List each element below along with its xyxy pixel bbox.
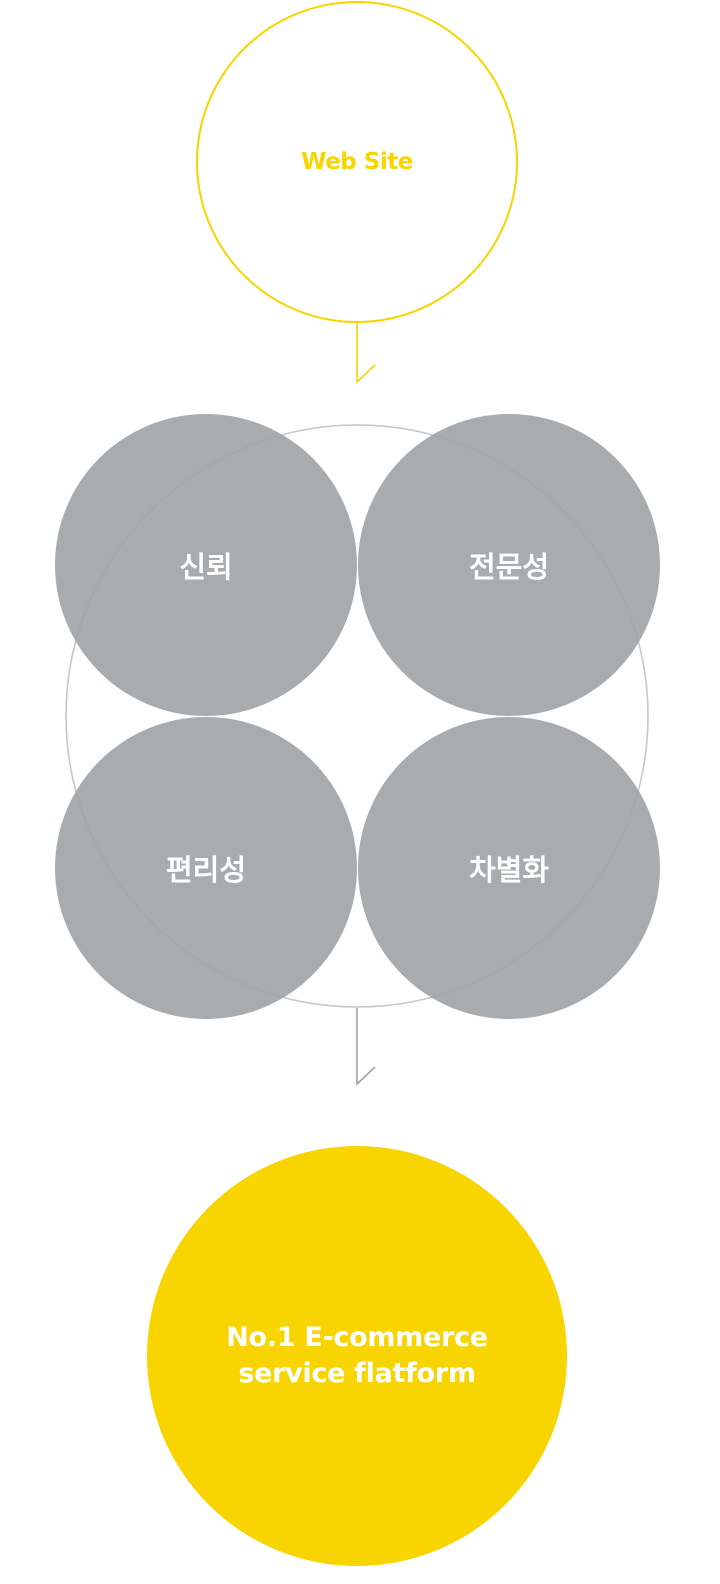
value-label-trust: 신뢰	[179, 550, 233, 584]
value-circle-expertise	[358, 414, 660, 716]
bottom-node-label: No.1 E-commerce service flatform	[147, 1146, 567, 1566]
outer-ring	[65, 424, 649, 1008]
arrow-connector-top	[356, 322, 376, 384]
value-circle-differentiation	[358, 717, 660, 1019]
top-node-label: Web Site	[301, 149, 413, 175]
bottom-node-line-2: service flatform	[238, 1358, 476, 1389]
value-label-expertise: 전문성	[468, 550, 550, 584]
arrow-connector-bottom	[356, 1008, 376, 1086]
value-label-convenience: 편리성	[165, 853, 247, 887]
bottom-node-line-1: No.1 E-commerce	[226, 1322, 488, 1353]
value-circle-convenience	[55, 717, 357, 1019]
value-circle-trust	[55, 414, 357, 716]
value-label-differentiation: 차별화	[468, 853, 550, 887]
bottom-node-circle	[147, 1146, 567, 1566]
